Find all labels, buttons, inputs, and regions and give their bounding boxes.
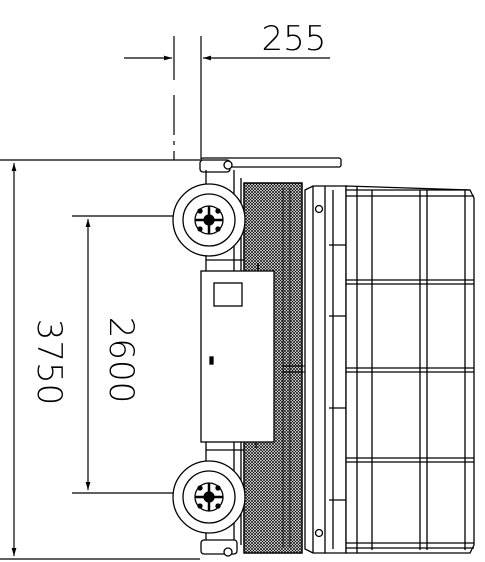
wheel-bottom bbox=[172, 460, 246, 534]
drum-cage bbox=[345, 185, 475, 554]
dimension-overall-length bbox=[0, 159, 200, 560]
dimension-label-255: 255 bbox=[262, 19, 327, 59]
dimension-label-2600: 2600 bbox=[101, 317, 141, 404]
handle-bar bbox=[199, 157, 342, 173]
control-box bbox=[200, 263, 275, 448]
dimension-label-3750: 3750 bbox=[29, 319, 69, 406]
roller-frame bbox=[304, 185, 347, 554]
dimension-track-offset bbox=[124, 36, 330, 160]
bottom-bracket bbox=[200, 539, 238, 557]
wheel-top bbox=[172, 183, 246, 257]
machine-side-view bbox=[172, 157, 475, 557]
